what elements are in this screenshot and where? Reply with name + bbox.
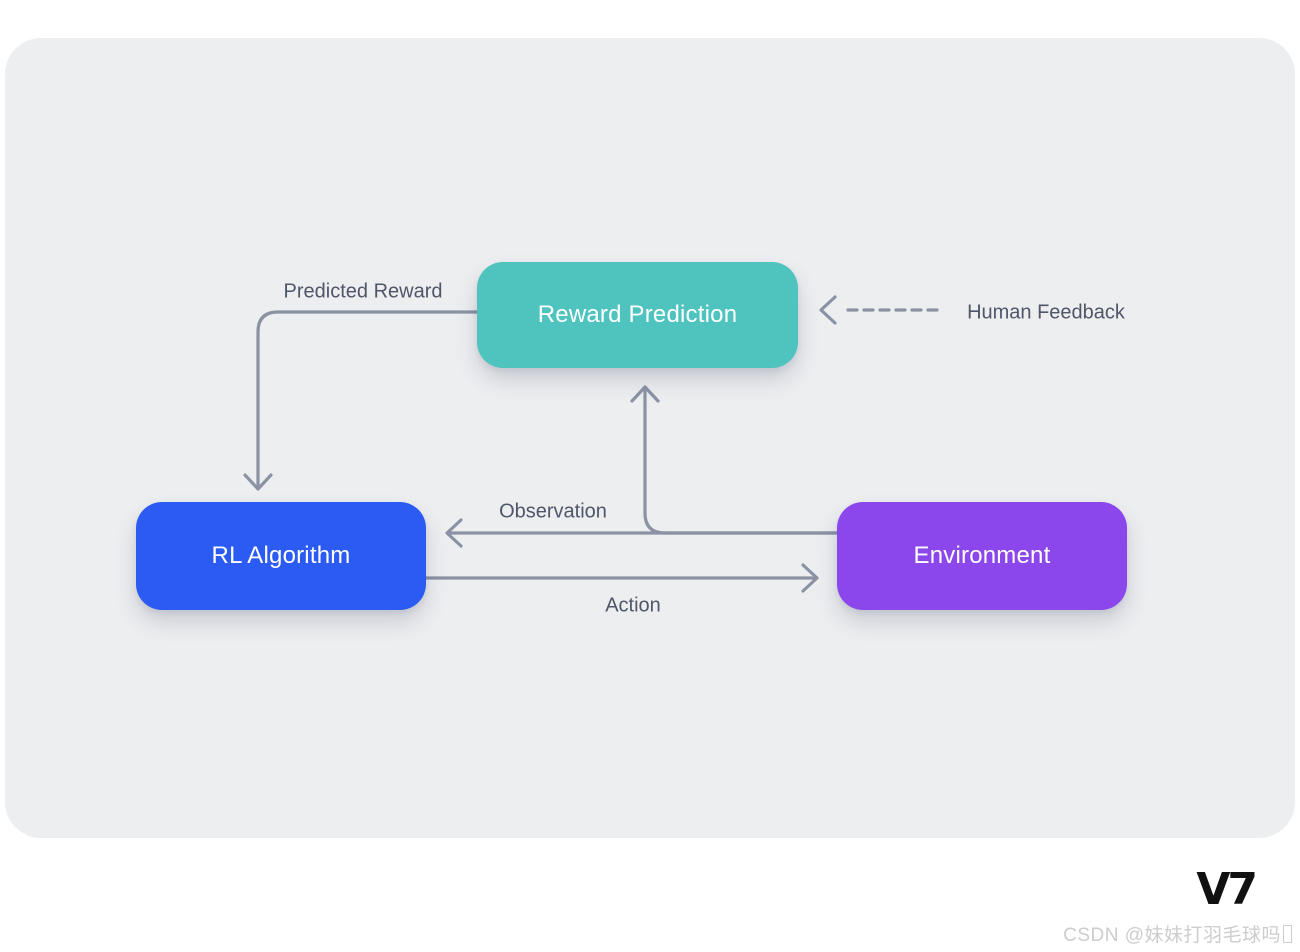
node-reward-prediction-label: Reward Prediction	[537, 301, 738, 328]
edge-label-action: Action	[605, 594, 661, 617]
edge-label-human-feedback: Human Feedback	[967, 301, 1125, 324]
diagram-canvas	[5, 38, 1295, 838]
edge-label-predicted-reward: Predicted Reward	[283, 280, 443, 303]
node-reward-prediction: Reward Prediction	[477, 262, 798, 368]
node-rl-algorithm-label: RL Algorithm	[211, 542, 351, 569]
v7-logo: V7	[1196, 864, 1258, 915]
csdn-watermark-text: CSDN @妹妹打羽毛球吗	[1063, 925, 1281, 946]
node-rl-algorithm: RL Algorithm	[136, 502, 426, 610]
node-environment: Environment	[837, 502, 1127, 610]
edge-label-observation: Observation	[499, 500, 607, 523]
csdn-watermark: CSDN @妹妹打羽毛球吗	[1063, 920, 1292, 947]
missing-glyph-box	[1283, 925, 1292, 943]
node-environment-label: Environment	[913, 542, 1051, 569]
